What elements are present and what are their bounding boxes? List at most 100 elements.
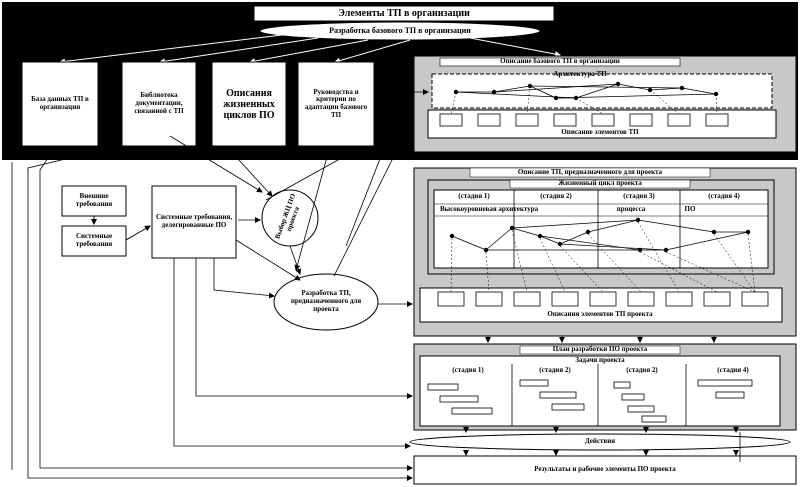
project-element-boxes: [437, 291, 769, 307]
activity-label: Действия: [584, 437, 616, 446]
project-element-box: [437, 291, 465, 307]
plan-task-bar: [439, 395, 479, 403]
external-requirements-box: [61, 185, 127, 217]
base-element-box: [705, 113, 729, 127]
project-elements-label: Описания элементов ТП проекта: [547, 310, 653, 319]
project-element-box: [513, 291, 541, 307]
develop-process-circle: [273, 273, 379, 331]
base-arch-node: [553, 95, 559, 101]
base-element-box: [591, 113, 615, 127]
project-element-box: [475, 291, 503, 307]
project-lifecycle-title-box: [509, 179, 691, 189]
system-requirements-label: Системные требования: [75, 232, 113, 248]
org-title: Элементы ТП в организации: [338, 8, 470, 19]
box-library: [121, 61, 197, 147]
plan-title-box: [519, 345, 681, 355]
base-arch-link: [526, 85, 531, 115]
arch-label-high-level: Высокоуровневая архитектура: [440, 205, 539, 214]
project-element-box: [665, 291, 693, 307]
project-arch-edge: [559, 231, 589, 245]
base-element-boxes: [439, 113, 729, 127]
base-arch-edge: [575, 83, 619, 99]
box-guides: [297, 61, 375, 147]
org-oval-label: Разработка базового ТП в организации: [329, 25, 471, 35]
plan-task-bar: [641, 415, 667, 423]
base-arch-edge: [617, 83, 651, 91]
base-arch-node: [491, 89, 497, 95]
plan-task-bar: [539, 391, 577, 399]
project-element-box: [551, 291, 579, 307]
base-panel-title: Описание базового ТП в организации: [500, 57, 620, 66]
box-lifecycles: [211, 61, 287, 147]
base-arch-node: [615, 81, 621, 87]
base-arch-link: [575, 97, 604, 115]
project-arch-node: [637, 247, 643, 253]
plan-tasks-label: Задачи проекта: [575, 356, 625, 365]
project-arch-edge: [559, 243, 667, 251]
project-architecture-graph: [449, 217, 751, 253]
plan-stage-1: (стадия 1): [452, 366, 484, 375]
project-arch-node: [745, 229, 751, 235]
plan-task-bar: [427, 383, 459, 391]
base-architecture-label: Архитектура ТП: [553, 70, 607, 79]
project-arch-node: [711, 229, 717, 235]
arch-label-process: процесса: [616, 205, 646, 214]
results-box: [413, 455, 797, 485]
project-element-box: [741, 291, 769, 307]
base-arch-edge: [529, 85, 683, 89]
base-arch-edge: [681, 87, 717, 95]
plan-task-bar: [551, 403, 585, 411]
project-arch-node: [557, 241, 563, 247]
plan-stage-dividers: [511, 364, 687, 426]
project-arch-node: [509, 225, 515, 231]
stage-dividers: [513, 190, 681, 268]
plan-task-bar: [613, 381, 631, 389]
project-arch-edge: [511, 219, 639, 229]
plan-task-bar: [451, 407, 493, 415]
project-stage-1: (стадия 1): [458, 192, 490, 201]
project-arch-edge: [665, 231, 749, 251]
plan-task-bar: [519, 379, 549, 387]
project-element-link: [637, 221, 680, 293]
plan-task-bar: [697, 379, 753, 387]
plan-task-bar: [627, 405, 655, 413]
base-elements-label: Описание элементов ТП: [561, 128, 639, 137]
plan-stage-3: (стадия 2): [626, 366, 658, 375]
base-arch-edge: [493, 83, 619, 93]
project-element-box: [703, 291, 731, 307]
project-arch-node: [449, 233, 455, 239]
project-arch-edge: [637, 219, 715, 233]
develop-process-label: Разработка ТП, предназначенного для прое…: [290, 289, 362, 313]
base-process-title-box: [439, 57, 681, 67]
project-arch-edge: [539, 235, 561, 245]
box-database-label: База данных ТП в организации: [31, 95, 89, 111]
activity-oval: [409, 433, 791, 451]
project-element-link: [450, 237, 453, 293]
project-stage-4: (стадия 4): [708, 192, 740, 201]
base-element-box: [553, 113, 577, 127]
project-element-link: [747, 233, 756, 293]
project-arch-edge: [587, 219, 639, 233]
base-arch-edge: [555, 93, 717, 99]
project-stage-2: (стадия 2): [540, 192, 572, 201]
base-element-box: [439, 113, 463, 127]
project-element-box: [589, 291, 617, 307]
project-process-title-box: [469, 167, 711, 178]
results-label: Результаты и рабочие элементы ПО проекта: [534, 465, 676, 474]
elements-to-plan-arrows: [485, 336, 717, 343]
external-requirements-label: Внешние требования: [75, 192, 113, 208]
base-architecture-graph: [450, 81, 719, 115]
project-arch-node: [537, 233, 543, 239]
project-stage-3: (стадия 3): [623, 192, 655, 201]
plan-task-bar: [621, 393, 645, 401]
base-arch-link: [715, 93, 718, 115]
project-element-link: [639, 251, 718, 293]
project-arch-edge: [511, 227, 541, 237]
arch-label-software: ПО: [684, 205, 696, 214]
box-database: [21, 61, 99, 147]
box-guides-label: Руководства и критерии по адаптации базо…: [304, 87, 368, 119]
org-base-process-oval: [259, 21, 541, 41]
base-element-box: [629, 113, 653, 127]
